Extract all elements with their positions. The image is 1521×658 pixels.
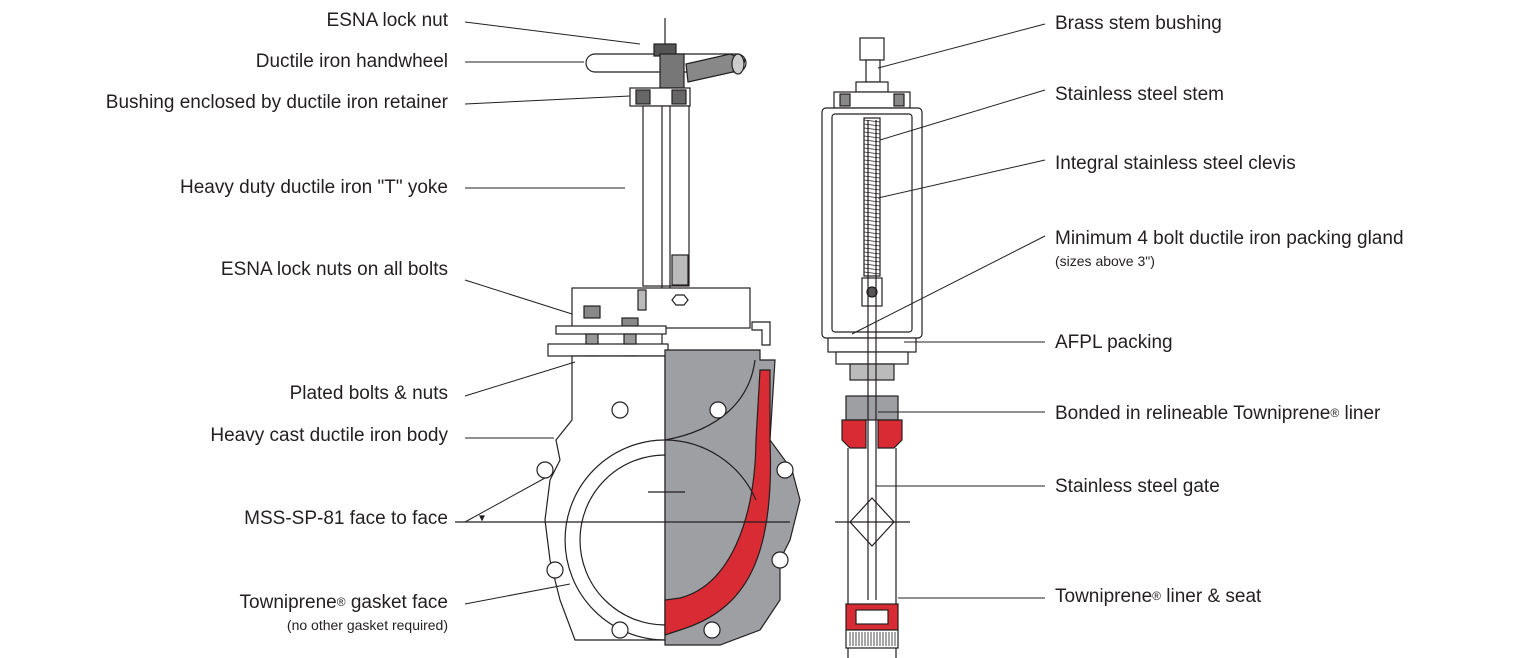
bonded-liner-text-after: liner	[1339, 403, 1381, 424]
packing-gland-subtext: (sizes above 3")	[1055, 253, 1155, 269]
label-esna-lock-nut: ESNA lock nut	[326, 10, 448, 31]
registered-mark: ®	[336, 595, 346, 609]
label-bonded-liner: Bonded in relineable Towniprene® liner	[1055, 402, 1380, 425]
label-cast-body: Heavy cast ductile iron body	[210, 425, 448, 446]
gasket-face-text-after: gasket face	[345, 592, 448, 613]
label-clevis: Integral stainless steel clevis	[1055, 153, 1296, 174]
label-esna-lock-nuts-all-bolts: ESNA lock nuts on all bolts	[220, 259, 448, 280]
front-view	[455, 18, 801, 646]
registered-mark: ®	[1152, 589, 1162, 603]
label-afpl-packing: AFPL packing	[1055, 332, 1173, 353]
label-gasket-face: Towniprene® gasket face (no other gasket…	[240, 591, 448, 636]
label-stainless-stem: Stainless steel stem	[1055, 84, 1224, 105]
liner-seat-text: Towniprene	[1055, 586, 1153, 607]
packing-gland-text: Minimum 4 bolt ductile iron packing glan…	[1055, 228, 1404, 249]
leader-lines	[464, 21, 1046, 605]
side-view	[821, 37, 923, 658]
label-stainless-gate: Stainless steel gate	[1055, 476, 1220, 497]
registered-mark: ®	[1330, 406, 1340, 420]
label-ductile-iron-handwheel: Ductile iron handwheel	[255, 51, 448, 72]
gasket-face-text: Towniprene	[239, 592, 337, 613]
gasket-face-subtext: (no other gasket required)	[286, 617, 448, 633]
label-liner-seat: Towniprene® liner & seat	[1055, 585, 1261, 608]
liner-seat-text-after: liner & seat	[1161, 586, 1262, 607]
label-t-yoke: Heavy duty ductile iron "T" yoke	[180, 177, 448, 198]
label-plated-bolts: Plated bolts & nuts	[289, 383, 448, 404]
handwheel	[585, 43, 747, 89]
label-face-to-face: MSS-SP-81 face to face	[244, 508, 448, 529]
bonded-liner-text: Bonded in relineable Towniprene	[1055, 403, 1331, 424]
label-brass-bushing: Brass stem bushing	[1055, 13, 1222, 34]
label-bushing-retainer: Bushing enclosed by ductile iron retaine…	[105, 92, 448, 113]
label-packing-gland: Minimum 4 bolt ductile iron packing glan…	[1055, 228, 1404, 272]
